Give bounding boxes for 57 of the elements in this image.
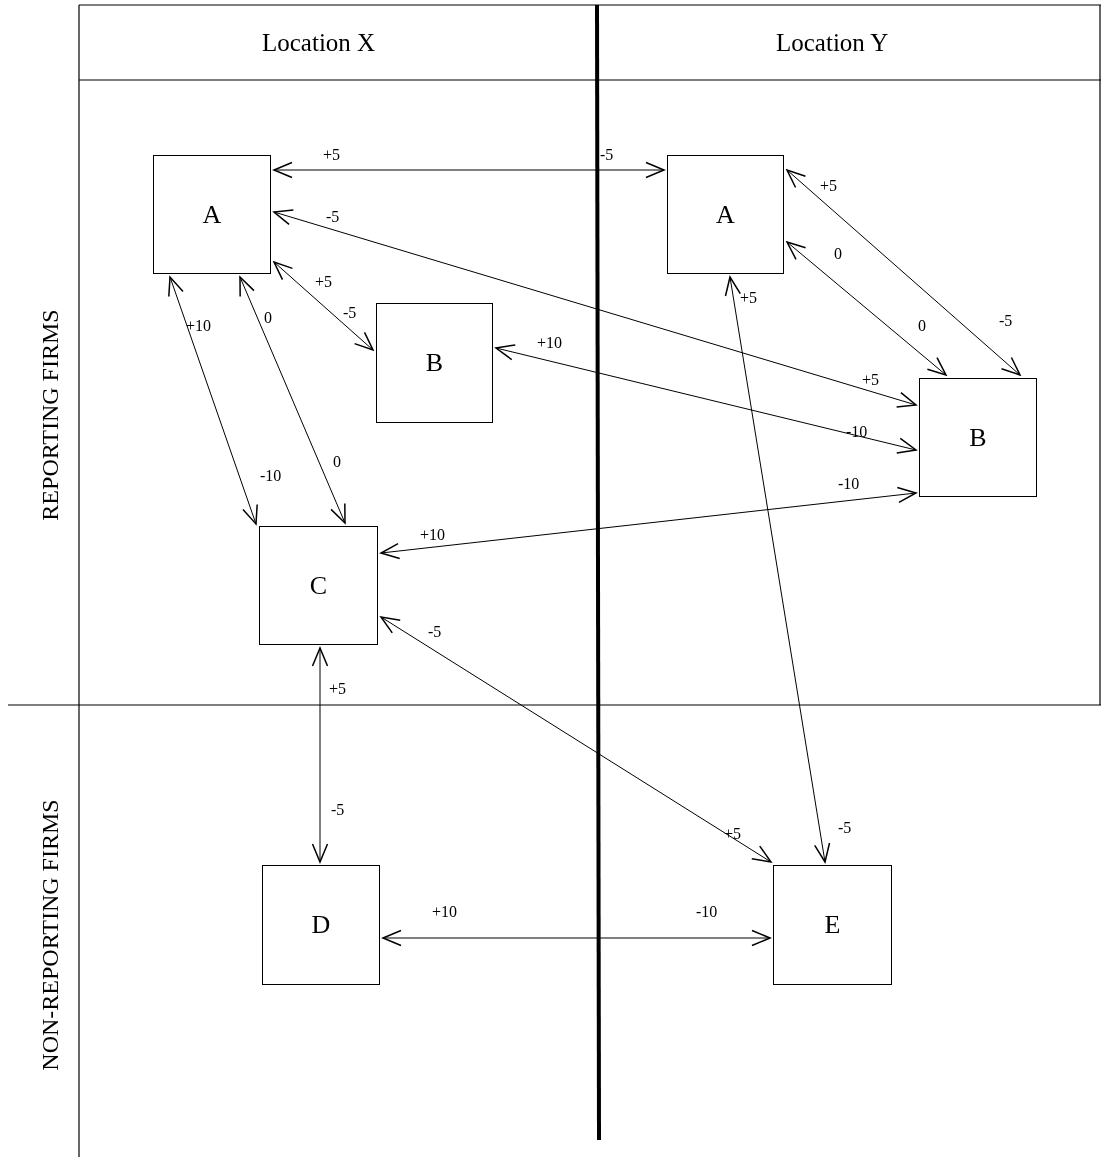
- flow-value: 0: [333, 454, 341, 470]
- firm-box: [667, 155, 784, 274]
- flow-value: +5: [740, 290, 758, 306]
- flow-value: -5: [331, 802, 345, 818]
- firm-box: [259, 526, 378, 645]
- double-arrow: [786, 241, 947, 376]
- flow-value: -5: [428, 624, 442, 640]
- flow-value: +5: [315, 274, 333, 290]
- double-arrow: [273, 161, 665, 179]
- firm-label: A: [716, 199, 735, 230]
- flow-value: -10: [696, 904, 718, 920]
- firm-box: [773, 865, 892, 985]
- flow-value: +5: [323, 147, 341, 163]
- firm-label: A: [202, 199, 222, 230]
- column-header: Location Y: [776, 30, 889, 55]
- flow-value: -5: [999, 313, 1013, 329]
- flow-value: +10: [186, 318, 212, 334]
- flow-value: +10: [537, 335, 563, 351]
- flow-value: -5: [600, 147, 614, 163]
- row-header: NON-REPORTING FIRMS: [38, 799, 62, 1071]
- firm-box: [262, 865, 380, 985]
- flow-value: 0: [834, 246, 842, 262]
- flow-value: +5: [329, 681, 347, 697]
- flow-value: 0: [264, 310, 272, 326]
- flow-value: 0: [918, 318, 926, 334]
- double-arrow: [311, 647, 329, 863]
- flow-value: -10: [846, 424, 868, 440]
- flow-value: -5: [343, 305, 357, 321]
- double-arrow: [239, 276, 346, 524]
- flow-value: -5: [838, 820, 852, 836]
- flow-value: -5: [326, 209, 340, 225]
- double-arrow: [382, 929, 771, 947]
- firm-label: B: [969, 422, 987, 453]
- flow-value: +10: [432, 904, 458, 920]
- firm-label: B: [425, 348, 444, 378]
- double-arrow: [273, 261, 374, 351]
- firm-label: C: [309, 570, 328, 601]
- flow-value: +10: [420, 527, 446, 543]
- flow-value: -10: [838, 476, 860, 492]
- column-header: Location X: [262, 30, 376, 55]
- firm-label: D: [311, 910, 331, 940]
- double-arrow: [168, 276, 258, 525]
- double-arrow: [380, 486, 917, 560]
- double-arrow: [495, 344, 917, 454]
- flow-value: +5: [862, 372, 880, 388]
- firm-box: [376, 303, 493, 423]
- flow-value: -10: [260, 468, 282, 484]
- double-arrow: [273, 209, 917, 408]
- double-arrow: [786, 169, 1021, 376]
- flow-value: +5: [820, 178, 838, 194]
- double-arrow: [724, 276, 831, 863]
- firm-box: [919, 378, 1037, 497]
- flow-value: +5: [724, 826, 742, 842]
- firm-box: [153, 155, 271, 274]
- double-arrow: [380, 616, 772, 863]
- row-header: REPORTING FIRMS: [38, 309, 62, 521]
- firm-label: E: [824, 910, 841, 940]
